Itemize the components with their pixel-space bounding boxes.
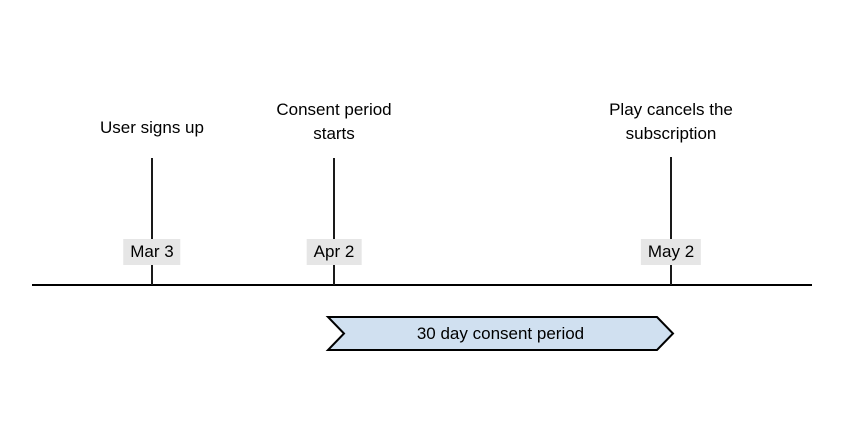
consent-period-banner: 30 day consent period <box>325 316 675 351</box>
event-title-play-cancels-subscription: Play cancels the subscription <box>609 100 733 143</box>
event-date-chip-apr-2: Apr 2 <box>306 239 362 265</box>
chevron-shape <box>325 316 675 351</box>
consent-period-banner-shape <box>325 316 675 351</box>
event-date-chip-mar-3: Mar 3 <box>123 239 181 265</box>
event-tick-play-cancels-subscription <box>670 157 672 285</box>
event-tick-user-signs-up <box>151 158 153 285</box>
event-tick-consent-period-starts <box>333 158 335 285</box>
event-title-user-signs-up: User signs up <box>100 118 204 137</box>
timeline-axis <box>32 284 812 286</box>
event-date-chip-may-2: May 2 <box>640 239 702 265</box>
event-title-consent-period-starts: Consent period starts <box>276 100 392 143</box>
